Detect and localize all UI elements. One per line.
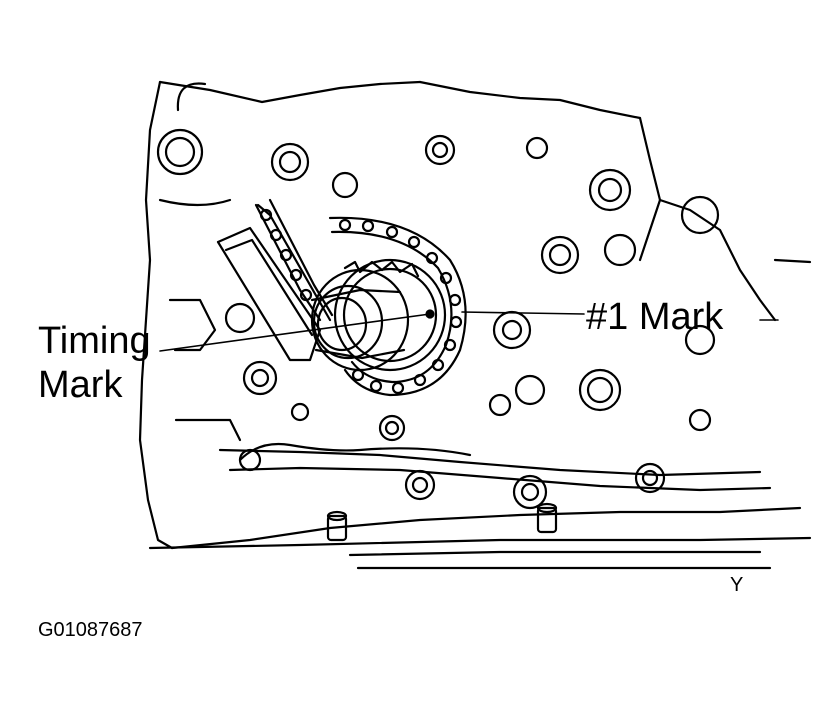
view-letter-label: Y bbox=[730, 574, 744, 596]
timing-mark-label-line1: Timing bbox=[38, 320, 151, 362]
timing-chain bbox=[254, 198, 467, 397]
figure-id-label: G01087687 bbox=[38, 619, 143, 641]
timing-mark-label-line2: Mark bbox=[38, 364, 123, 406]
number-one-mark-leader-line bbox=[461, 311, 585, 315]
number-one-mark-label: #1 Mark bbox=[586, 296, 724, 338]
dowel-pins bbox=[326, 502, 558, 542]
bolt-bosses bbox=[156, 128, 720, 510]
engine-block-outline bbox=[138, 80, 812, 570]
crank-sprocket bbox=[310, 258, 447, 372]
timing-mark-leader-line bbox=[159, 313, 431, 352]
